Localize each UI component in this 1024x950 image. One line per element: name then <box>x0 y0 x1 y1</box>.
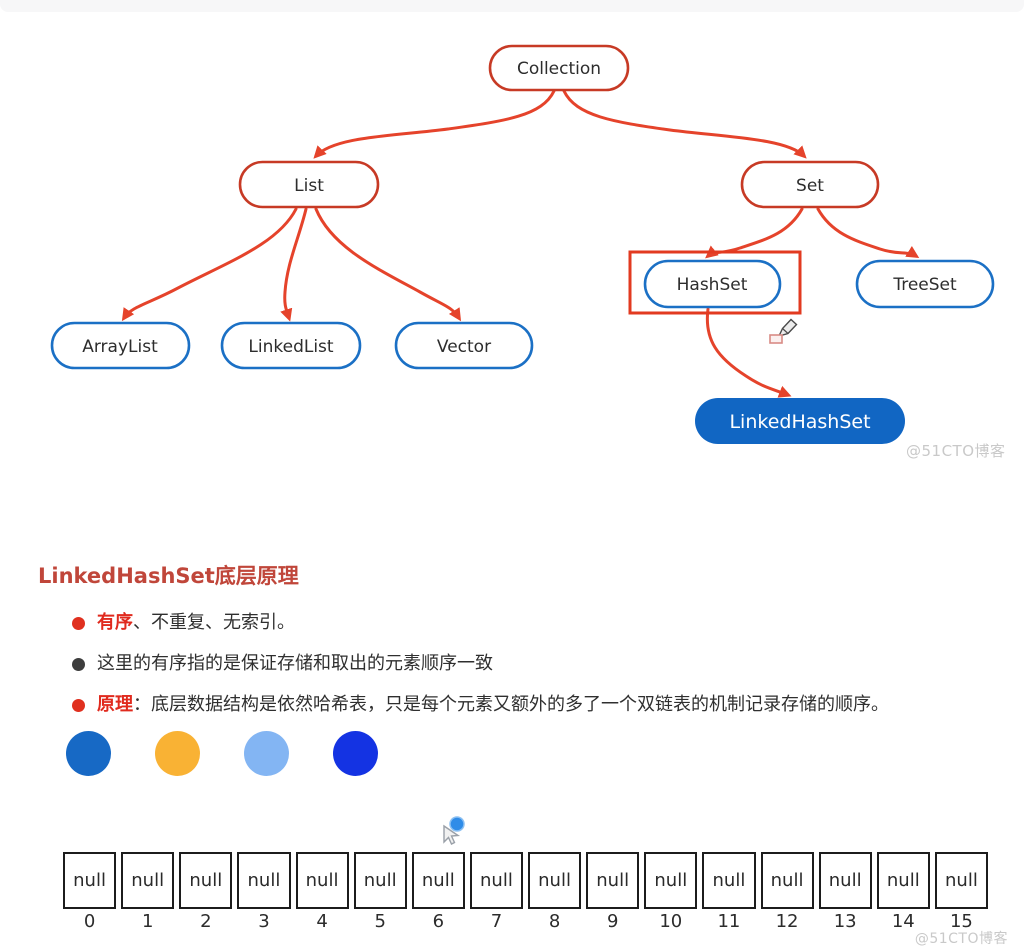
node-arraylist-label: ArrayList <box>82 337 158 357</box>
array-cell: null <box>411 852 465 909</box>
node-linkedhashset-shape <box>695 398 905 444</box>
node-list-shape <box>238 160 380 209</box>
legend-dot-light-blue <box>244 731 289 776</box>
array-index: 12 <box>775 911 799 932</box>
legend-dot-orange <box>155 731 200 776</box>
node-treeset-label: TreeSet <box>892 275 957 295</box>
node-linkedlist-shape <box>220 321 362 370</box>
node-set-label: Set <box>796 176 824 196</box>
array-index: 15 <box>949 911 973 932</box>
node-collection-label: Collection <box>517 59 601 79</box>
hashset-highlight-box <box>628 250 802 315</box>
array-cell: null <box>528 852 582 909</box>
node-linkedlist-label: LinkedList <box>248 337 334 357</box>
node-arraylist-shape <box>50 321 191 370</box>
edge-collection-set <box>562 89 807 159</box>
bullet-dot <box>72 698 85 712</box>
array-cell: null <box>179 852 233 909</box>
array-cell: null <box>934 852 988 909</box>
array-index: 7 <box>490 911 503 932</box>
array-cell: null <box>644 852 698 909</box>
bullet-dot <box>72 616 85 630</box>
array-index: 11 <box>717 911 741 932</box>
array-index: 0 <box>83 911 96 932</box>
array-cell: null <box>586 852 640 909</box>
node-collection-shape <box>488 44 630 92</box>
array-index: 6 <box>432 911 445 932</box>
edge-list-arraylist <box>121 207 298 322</box>
array-index: 1 <box>141 911 154 932</box>
array-index: 9 <box>606 911 619 932</box>
array-cell: null <box>121 852 175 909</box>
array-cell: null <box>818 852 872 909</box>
node-collection: Collection <box>488 44 630 92</box>
bullet-emphasis: 有序 <box>97 612 133 633</box>
section-heading: LinkedHashSet底层原理 <box>38 564 299 588</box>
bullet-item: 这里的有序指的是保证存储和取出的元素顺序一致 <box>72 651 982 677</box>
array-cell: null <box>760 852 814 909</box>
array-index: 4 <box>316 911 328 932</box>
array-cell: null <box>702 852 756 909</box>
edge-list-vector <box>314 207 462 322</box>
edge-list-linkedlist <box>280 207 308 322</box>
pointer-cursor-icon <box>436 815 468 853</box>
node-vector-shape <box>394 321 534 370</box>
legend-dot-bright-blue <box>333 731 378 776</box>
node-treeset: TreeSet <box>855 259 995 309</box>
node-hashset: HashSet <box>643 259 782 309</box>
bullet-emphasis: 原理 <box>97 694 133 715</box>
node-treeset-shape <box>855 259 995 309</box>
hash-table-array: null null null null null null null null … <box>63 852 988 909</box>
bullet-text: 这里的有序指的是保证存储和取出的元素顺序一致 <box>97 651 493 677</box>
node-list: List <box>238 160 380 209</box>
top-strip <box>0 0 1024 12</box>
node-set: Set <box>740 160 880 209</box>
array-index: 14 <box>891 911 915 932</box>
bullet-item: 有序、不重复、无索引。 <box>72 610 982 636</box>
array-cell: null <box>63 852 117 909</box>
pencil-cursor-icon <box>769 318 798 344</box>
array-index: 13 <box>833 911 857 932</box>
node-linkedhashset: LinkedHashSet <box>695 398 905 444</box>
array-index-row: 0 1 2 3 4 5 6 7 8 9 10 11 12 13 14 15 <box>63 911 988 932</box>
bullet-item: 原理：底层数据结构是依然哈希表，只是每个元素又额外的多了一个双链表的机制记录存储… <box>72 692 982 718</box>
edge-set-hashset <box>705 207 804 259</box>
watermark-bottom: @51CTO博客 <box>914 931 1008 947</box>
node-linkedhashset-label: LinkedHashSet <box>729 411 870 433</box>
array-cell: null <box>237 852 291 909</box>
node-vector-label: Vector <box>437 337 491 357</box>
node-list-label: List <box>294 176 324 196</box>
edge-collection-list <box>313 89 556 159</box>
array-cell: null <box>876 852 930 909</box>
node-linkedlist: LinkedList <box>220 321 362 370</box>
diagram-edges <box>121 89 920 398</box>
edge-set-treeset <box>816 207 920 259</box>
node-hashset-label: HashSet <box>677 275 748 295</box>
array-index: 5 <box>374 911 386 932</box>
array-index: 3 <box>258 911 270 932</box>
array-index: 8 <box>548 911 561 932</box>
array-cell: null <box>353 852 407 909</box>
array-cell: null <box>469 852 523 909</box>
bullet-body: 这里的有序指的是保证存储和取出的元素顺序一致 <box>97 653 493 674</box>
node-hashset-shape <box>643 259 782 309</box>
node-set-shape <box>740 160 880 209</box>
collection-hierarchy-diagram: Collection List Set ArrayList LinkedList… <box>50 44 995 444</box>
bullet-list: 有序、不重复、无索引。 这里的有序指的是保证存储和取出的元素顺序一致 原理：底层… <box>72 610 982 733</box>
array-index: 2 <box>200 911 212 932</box>
legend-dot-dark-blue <box>66 731 111 776</box>
color-legend <box>66 731 378 776</box>
node-arraylist: ArrayList <box>50 321 191 370</box>
bullet-dot <box>72 657 85 671</box>
bullet-text: 有序、不重复、无索引。 <box>97 610 295 636</box>
node-vector: Vector <box>394 321 534 370</box>
array-index: 10 <box>659 911 683 932</box>
bullet-body: 、不重复、无索引。 <box>133 612 295 633</box>
bullet-body: ：底层数据结构是依然哈希表，只是每个元素又额外的多了一个双链表的机制记录存储的顺… <box>133 694 889 715</box>
edge-hashset-linkedhashset <box>705 307 792 398</box>
watermark-diagram: @51CTO博客 <box>906 442 1006 460</box>
bullet-text: 原理：底层数据结构是依然哈希表，只是每个元素又额外的多了一个双链表的机制记录存储… <box>97 692 889 718</box>
array-cell: null <box>295 852 349 909</box>
